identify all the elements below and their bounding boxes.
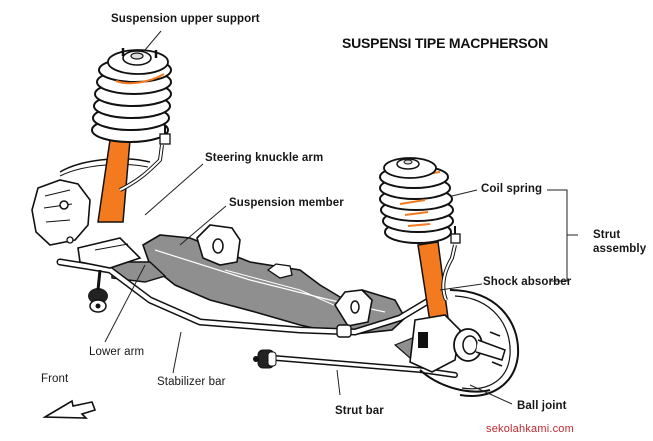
label-lower-arm: Lower arm — [89, 346, 145, 358]
left-strut-part — [91, 48, 172, 223]
leader-ball-joint — [469, 384, 513, 405]
left-knuckle-part — [31, 158, 151, 246]
leader-upper-support — [144, 30, 162, 51]
label-strut-assembly-line2: assembly — [593, 243, 647, 255]
label-suspension-upper-support: Suspension upper support — [111, 13, 260, 25]
leader-shock-absorber — [439, 283, 483, 291]
leader-suspension-member — [179, 205, 227, 246]
diagram-title: SUSPENSI TIPE MACPHERSON — [342, 35, 549, 51]
leader-coil-spring — [451, 189, 478, 197]
label-strut-assembly-line1: Strut — [593, 229, 621, 241]
lower-arm-part — [77, 237, 142, 313]
watermark-link[interactable]: sekolahkami.com — [486, 423, 574, 435]
leader-strut-bar — [336, 369, 341, 396]
leader-stabilizer-bar — [172, 331, 182, 374]
right-strut-part — [379, 157, 461, 323]
label-ball-joint: Ball joint — [517, 400, 567, 412]
label-coil-spring: Coil spring — [481, 183, 543, 195]
label-stabilizer-bar: Stabilizer bar — [157, 376, 226, 388]
label-shock-absorber: Shock absorber — [483, 276, 572, 288]
arrow-down-left-icon — [42, 399, 97, 419]
label-steering-knuckle-arm: Steering knuckle arm — [205, 152, 324, 164]
label-front: Front — [41, 373, 69, 385]
leader-lower-arm — [104, 264, 146, 343]
right-hub-part — [409, 289, 520, 397]
suspension-member-part — [111, 224, 433, 359]
stabilizer-bar-part — [56, 258, 434, 338]
leader-steering-knuckle-arm — [144, 163, 204, 216]
strut-assembly-bracket — [547, 189, 568, 282]
leader-lines — [104, 30, 578, 405]
label-strut-bar: Strut bar — [335, 405, 384, 417]
label-suspension-member: Suspension member — [229, 197, 344, 209]
